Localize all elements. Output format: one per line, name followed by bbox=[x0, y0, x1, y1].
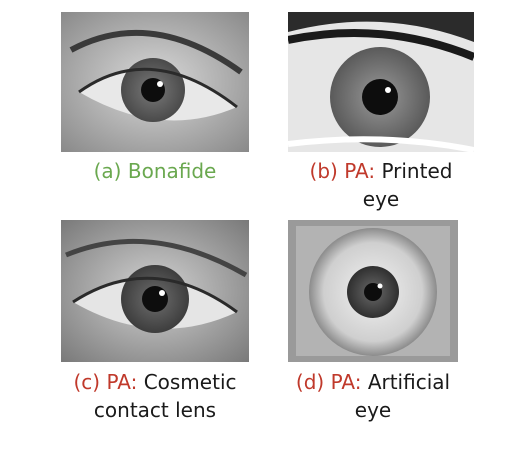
bonafide-eye-image bbox=[61, 12, 249, 152]
caption-a: (a) Bonafide bbox=[93, 159, 217, 183]
artificial-eye-image bbox=[288, 220, 458, 362]
printed-eye-image bbox=[288, 12, 474, 152]
caption-c: (c) PA: Cosmetic contact lens bbox=[73, 370, 237, 422]
cosmetic-contact-lens-image bbox=[61, 220, 249, 362]
caption-b: (b) PA: Printed eye bbox=[309, 159, 453, 211]
caption-d: (d) PA: Artificial eye bbox=[295, 370, 451, 422]
